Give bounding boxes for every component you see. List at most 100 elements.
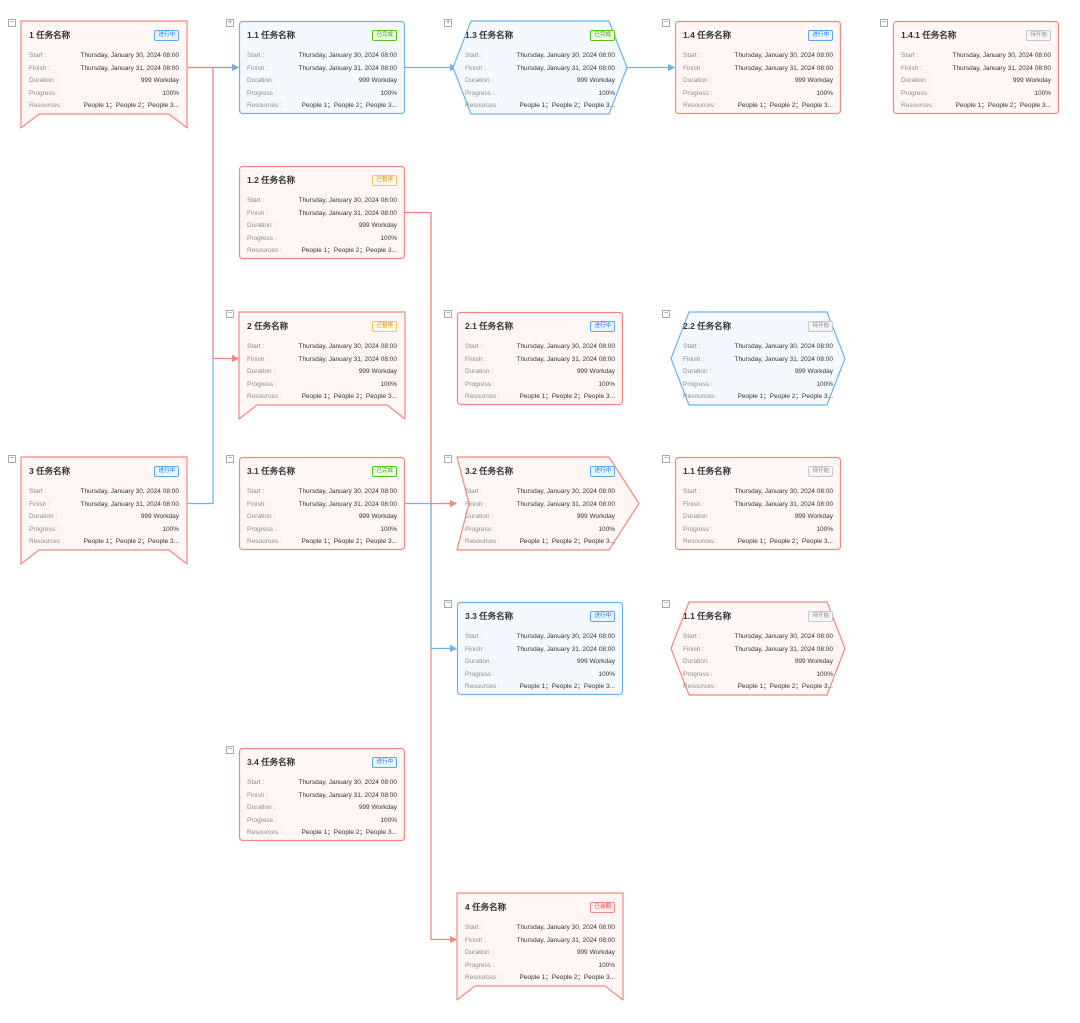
node-header: 1.1 任务名称 待开始 (683, 608, 833, 624)
collapse-toggle[interactable]: − (226, 310, 234, 318)
task-node[interactable]: 4 任务名称 已逾期 Start :Thursday, January 30, … (456, 892, 624, 1001)
task-node[interactable]: 1.1 任务名称 已完成 Start :Thursday, January 30… (238, 20, 406, 117)
task-node[interactable]: 2 任务名称 已暂停 Start :Thursday, January 30, … (238, 311, 406, 420)
field-finish-label: Finish : (465, 500, 486, 508)
field-resources-value: People 1；People 2；People 3... (301, 247, 397, 254)
node-title: 3.4 任务名称 (247, 757, 296, 767)
field-start-label: Start : (683, 343, 701, 350)
node-header: 3.3 任务名称 进行中 (465, 608, 615, 624)
field-finish-label: Finish : (683, 645, 704, 653)
field-start-value: Thursday, January 30, 2024 08:00 (952, 52, 1051, 59)
field-resources: Resources :People 1；People 2；People 3... (247, 100, 397, 113)
collapse-toggle[interactable]: − (444, 600, 452, 608)
node-header: 1.4 任务名称 进行中 (683, 27, 833, 43)
field-duration: Duration :999 Workday (683, 75, 833, 88)
field-resources-label: Resources : (683, 102, 718, 109)
field-resources: Resources :People 1；People 2；People 3... (465, 391, 615, 404)
expand-toggle[interactable]: + (444, 19, 452, 27)
task-node[interactable]: 1.3 任务名称 已完成 Start :Thursday, January 30… (452, 20, 628, 117)
field-duration-label: Duration : (465, 949, 494, 956)
field-duration-value: 999 Workday (576, 513, 615, 520)
expand-toggle[interactable]: + (226, 19, 234, 27)
task-node[interactable]: 3.1 任务名称 已完成 Start :Thursday, January 30… (238, 456, 406, 553)
status-badge: 待开始 (808, 610, 833, 622)
task-node[interactable]: 1.4 任务名称 进行中 Start :Thursday, January 30… (674, 20, 842, 117)
field-duration-value: 999 Workday (576, 77, 615, 84)
task-node[interactable]: 3 任务名称 进行中 Start :Thursday, January 30, … (20, 456, 188, 565)
collapse-toggle[interactable]: − (662, 310, 670, 318)
task-node[interactable]: 1.1 任务名称 待开始 Start :Thursday, January 30… (674, 456, 842, 553)
field-resources: Resources :People 1；People 2；People 3... (247, 245, 397, 258)
field-start: Start :Thursday, January 30, 2024 08:00 (465, 922, 615, 935)
field-finish: Finish :Thursday, January 31, 2024 08:00 (683, 499, 833, 512)
field-finish-label: Finish : (247, 500, 268, 508)
status-badge: 已暂停 (372, 174, 397, 186)
field-duration-value: 999 Workday (1012, 77, 1051, 84)
field-start-value: Thursday, January 30, 2024 08:00 (516, 633, 615, 640)
field-start-value: Thursday, January 30, 2024 08:00 (734, 52, 833, 59)
collapse-toggle[interactable]: − (444, 455, 452, 463)
field-start-label: Start : (465, 52, 483, 59)
field-start: Start :Thursday, January 30, 2024 08:00 (465, 631, 615, 644)
field-resources: Resources :People 1；People 2；People 3... (29, 536, 179, 549)
field-start-label: Start : (247, 488, 265, 495)
task-node[interactable]: 1 任务名称 进行中 Start :Thursday, January 30, … (20, 20, 188, 129)
field-progress-value: 100% (162, 525, 179, 533)
field-duration-label: Duration : (247, 513, 276, 520)
field-progress-label: Progress : (683, 89, 713, 97)
field-finish-value: Thursday, January 31, 2024 08:00 (298, 64, 397, 72)
field-duration: Duration : 999 Workday (465, 947, 615, 960)
node-header: 1.4.1 任务名称 待开始 (901, 27, 1051, 43)
field-resources: Resources :People 1；People 2；People 3... (901, 100, 1051, 113)
field-finish-value: Thursday, January 31, 2024 08:00 (80, 64, 179, 72)
status-badge: 已完成 (590, 29, 615, 41)
field-resources-value: People 1；People 2；People 3... (737, 393, 833, 400)
field-resources: Resources :People 1；People 2；People 3... (465, 536, 615, 549)
field-progress-value: 100% (598, 670, 615, 678)
field-resources-label: Resources : (247, 102, 282, 109)
field-finish-label: Finish : (683, 64, 704, 72)
field-start: Start :Thursday, January 30, 2024 08:00 (465, 50, 615, 63)
field-finish-value: Thursday, January 31, 2024 08:00 (734, 355, 833, 363)
task-node[interactable]: 3.2 任务名称 进行中 Start :Thursday, January 30… (456, 456, 640, 553)
field-duration-label: Duration : (29, 77, 58, 84)
field-finish-value: Thursday, January 31, 2024 08:00 (298, 791, 397, 799)
collapse-toggle[interactable]: − (662, 19, 670, 27)
collapse-toggle[interactable]: − (8, 19, 16, 27)
task-node[interactable]: 2.2 任务名称 待开始 Start :Thursday, January 30… (670, 311, 846, 408)
field-duration-value: 999 Workday (576, 949, 615, 956)
connector-arrow (405, 502, 458, 653)
status-badge: 进行中 (808, 29, 833, 41)
collapse-toggle[interactable]: − (662, 455, 670, 463)
collapse-toggle[interactable]: − (662, 600, 670, 608)
field-progress: Progress : 100% (29, 524, 179, 537)
task-node[interactable]: 1.1 任务名称 待开始 Start :Thursday, January 30… (670, 601, 846, 698)
collapse-toggle[interactable]: − (226, 746, 234, 754)
field-progress: Progress :100% (683, 669, 833, 682)
node-shape (892, 20, 1060, 115)
node-content: 1.3 任务名称 已完成 Start :Thursday, January 30… (465, 27, 615, 113)
field-finish: Finish :Thursday, January 31, 2024 08:00 (683, 354, 833, 367)
task-node[interactable]: 1.4.1 任务名称 待开始 Start :Thursday, January … (892, 20, 1060, 117)
node-content: 3.3 任务名称 进行中 Start :Thursday, January 30… (465, 608, 615, 694)
task-node[interactable]: 3.3 任务名称 进行中 Start :Thursday, January 30… (456, 601, 624, 698)
task-node[interactable]: 3.4 任务名称 进行中 Start :Thursday, January 30… (238, 747, 406, 844)
field-progress-label: Progress : (247, 525, 277, 533)
field-progress-label: Progress : (29, 525, 59, 533)
collapse-toggle[interactable]: − (444, 310, 452, 318)
collapse-toggle[interactable]: − (880, 19, 888, 27)
status-badge: 进行中 (590, 320, 615, 332)
node-content: 1.1 任务名称 已完成 Start :Thursday, January 30… (247, 27, 397, 113)
field-progress-label: Progress : (683, 380, 713, 388)
field-resources: Resources :People 1；People 2；People 3... (247, 827, 397, 840)
field-start-value: Thursday, January 30, 2024 08:00 (734, 633, 833, 640)
collapse-toggle[interactable]: − (8, 455, 16, 463)
field-finish-label: Finish : (465, 355, 486, 363)
node-title: 2 任务名称 (247, 321, 289, 331)
task-node[interactable]: 2.1 任务名称 进行中 Start :Thursday, January 30… (456, 311, 624, 408)
node-header: 1 任务名称 进行中 (29, 27, 179, 43)
task-node[interactable]: 1.2 任务名称 已暂停 Start :Thursday, January 30… (238, 165, 406, 262)
collapse-toggle[interactable]: − (226, 455, 234, 463)
field-duration-value: 999 Workday (576, 368, 615, 375)
